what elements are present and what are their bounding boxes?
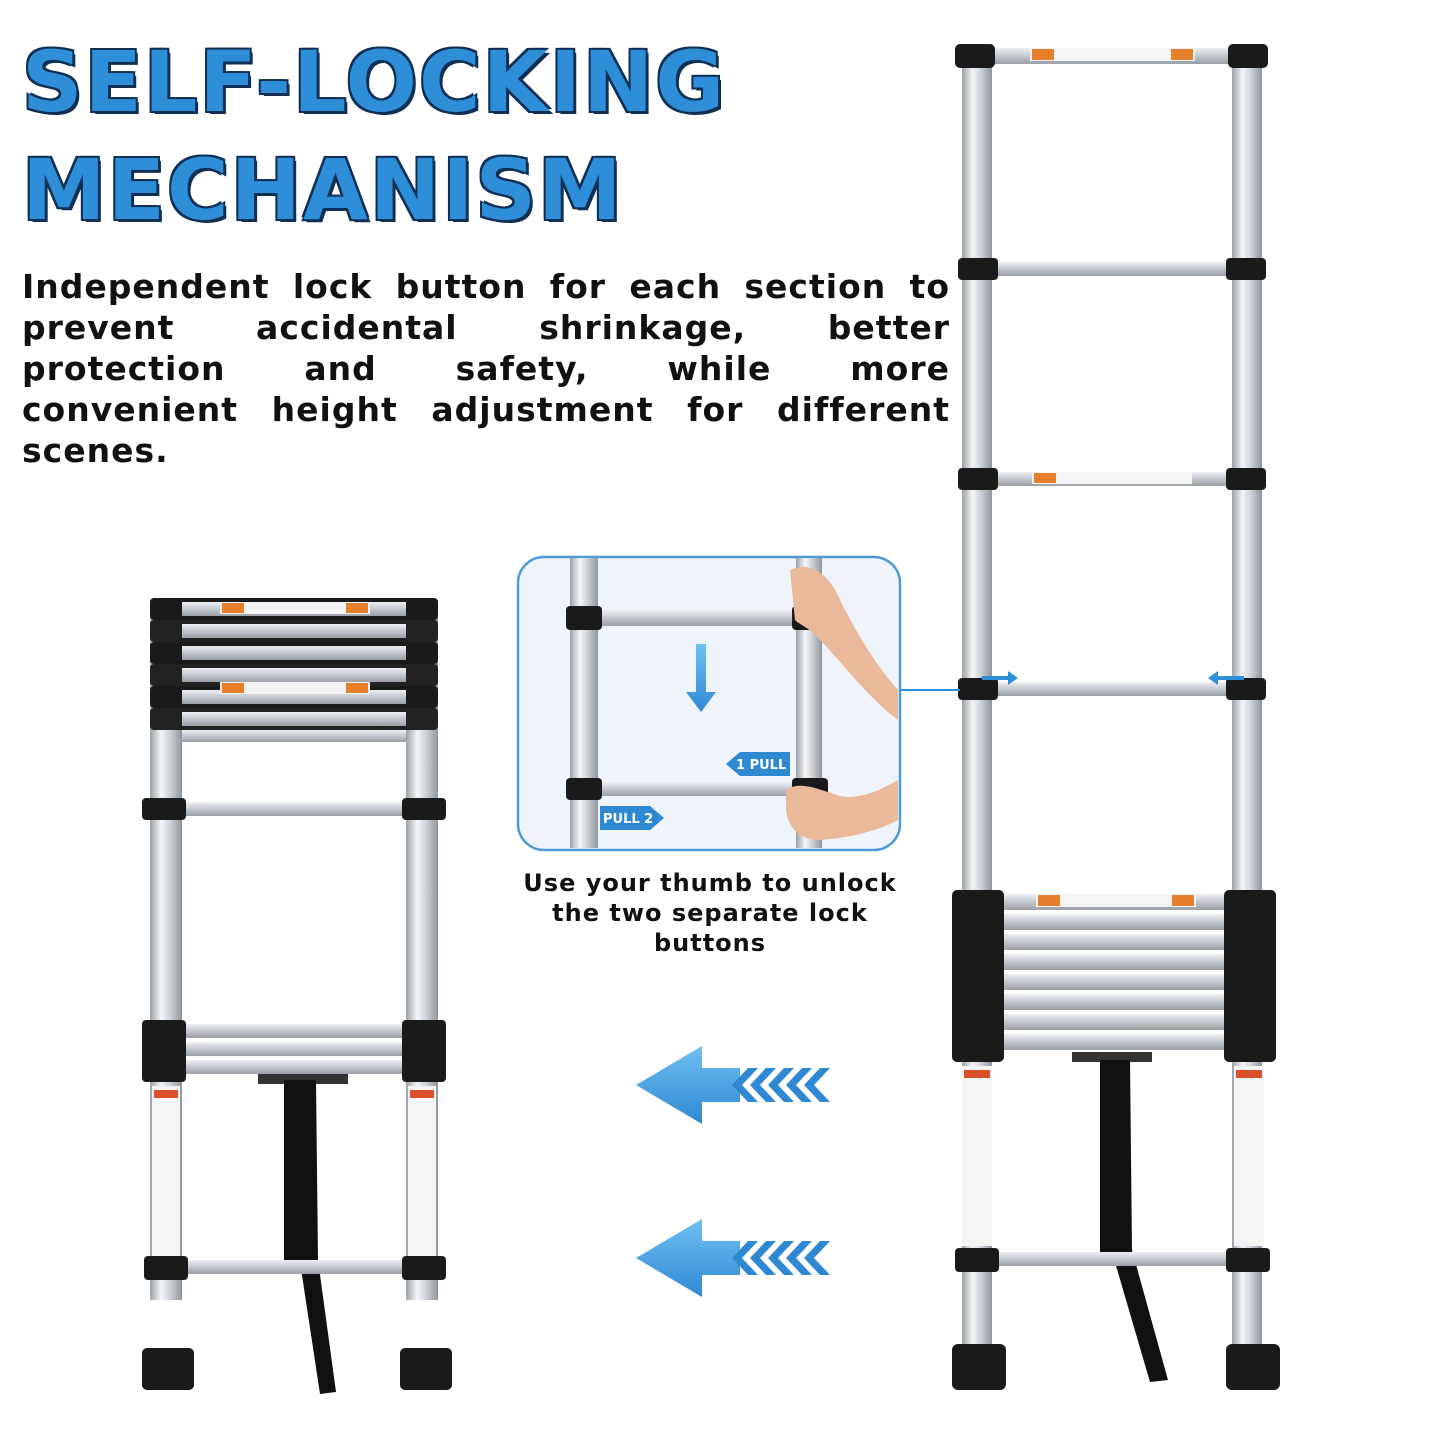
lock-button-left: [958, 678, 998, 700]
pull-1-tag: [726, 752, 790, 776]
feature-description: Independent lock button for each section…: [22, 267, 950, 470]
arrow-down-icon: [686, 644, 716, 712]
headline-line-2: MECHANISM: [22, 141, 624, 239]
arrow-right-icon: [982, 671, 1018, 685]
lock-button-right: [1226, 678, 1266, 700]
retracted-ladder: [142, 598, 452, 1394]
pull-2-label: PULL 2: [603, 812, 653, 827]
arrow-left-icon: [1208, 671, 1244, 685]
warning-label: [220, 602, 370, 614]
lock-detail-inset: 1 PULL PULL 2: [516, 555, 902, 852]
arrow-left-large-icon-1: [636, 1046, 830, 1124]
arrow-left-large-icon-2: [636, 1219, 830, 1297]
pull-2-tag: [600, 806, 664, 830]
headline-line-1: SELF-LOCKING: [22, 33, 727, 131]
pull-1-label: 1 PULL: [736, 758, 786, 773]
inset-caption: Use your thumb to unlock the two separat…: [523, 869, 897, 957]
extended-ladder: [952, 44, 1280, 1390]
